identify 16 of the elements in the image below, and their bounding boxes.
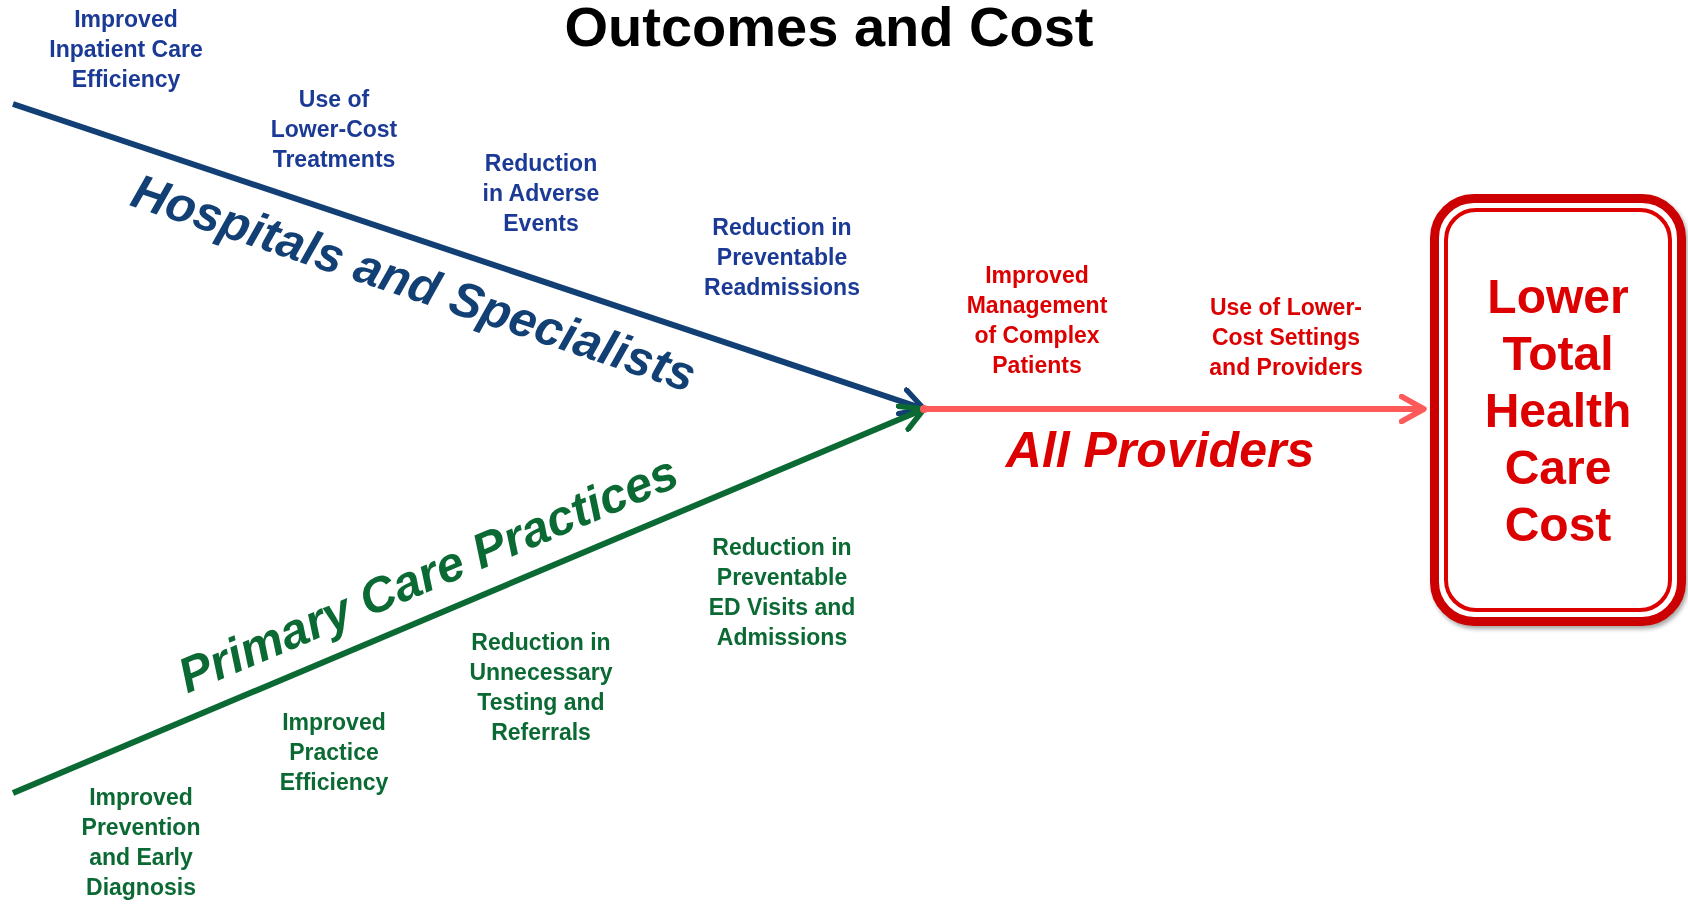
edge-label: All Providers: [1005, 425, 1315, 475]
bone-label: Reduction in Adverse Events: [481, 149, 601, 238]
bone-label: Use of Lower-Cost Treatments: [269, 85, 399, 174]
arrow: [11, 403, 927, 796]
bone-label: Improved Inpatient Care Efficiency: [48, 5, 204, 94]
bone-label: Use of Lower-Cost Settings and Providers: [1208, 293, 1364, 382]
outcome-text: Lower Total Health Care Cost: [1483, 268, 1633, 553]
bone-label: Reduction in Preventable Readmissions: [703, 213, 861, 302]
bone-label: Improved Prevention and Early Diagnosis: [80, 783, 202, 902]
title: Outcomes and Cost: [564, 0, 1094, 60]
bone-label: Reduction in Preventable ED Visits and Admissions: [707, 533, 857, 652]
bone-label: Reduction in Unnecessary Testing and Referrals: [468, 628, 614, 747]
bone-label: Improved Management of Complex Patients: [965, 261, 1109, 380]
outcome-box: [1430, 194, 1686, 626]
arrow: [12, 101, 927, 417]
bone-label: Improved Practice Efficiency: [278, 708, 390, 797]
